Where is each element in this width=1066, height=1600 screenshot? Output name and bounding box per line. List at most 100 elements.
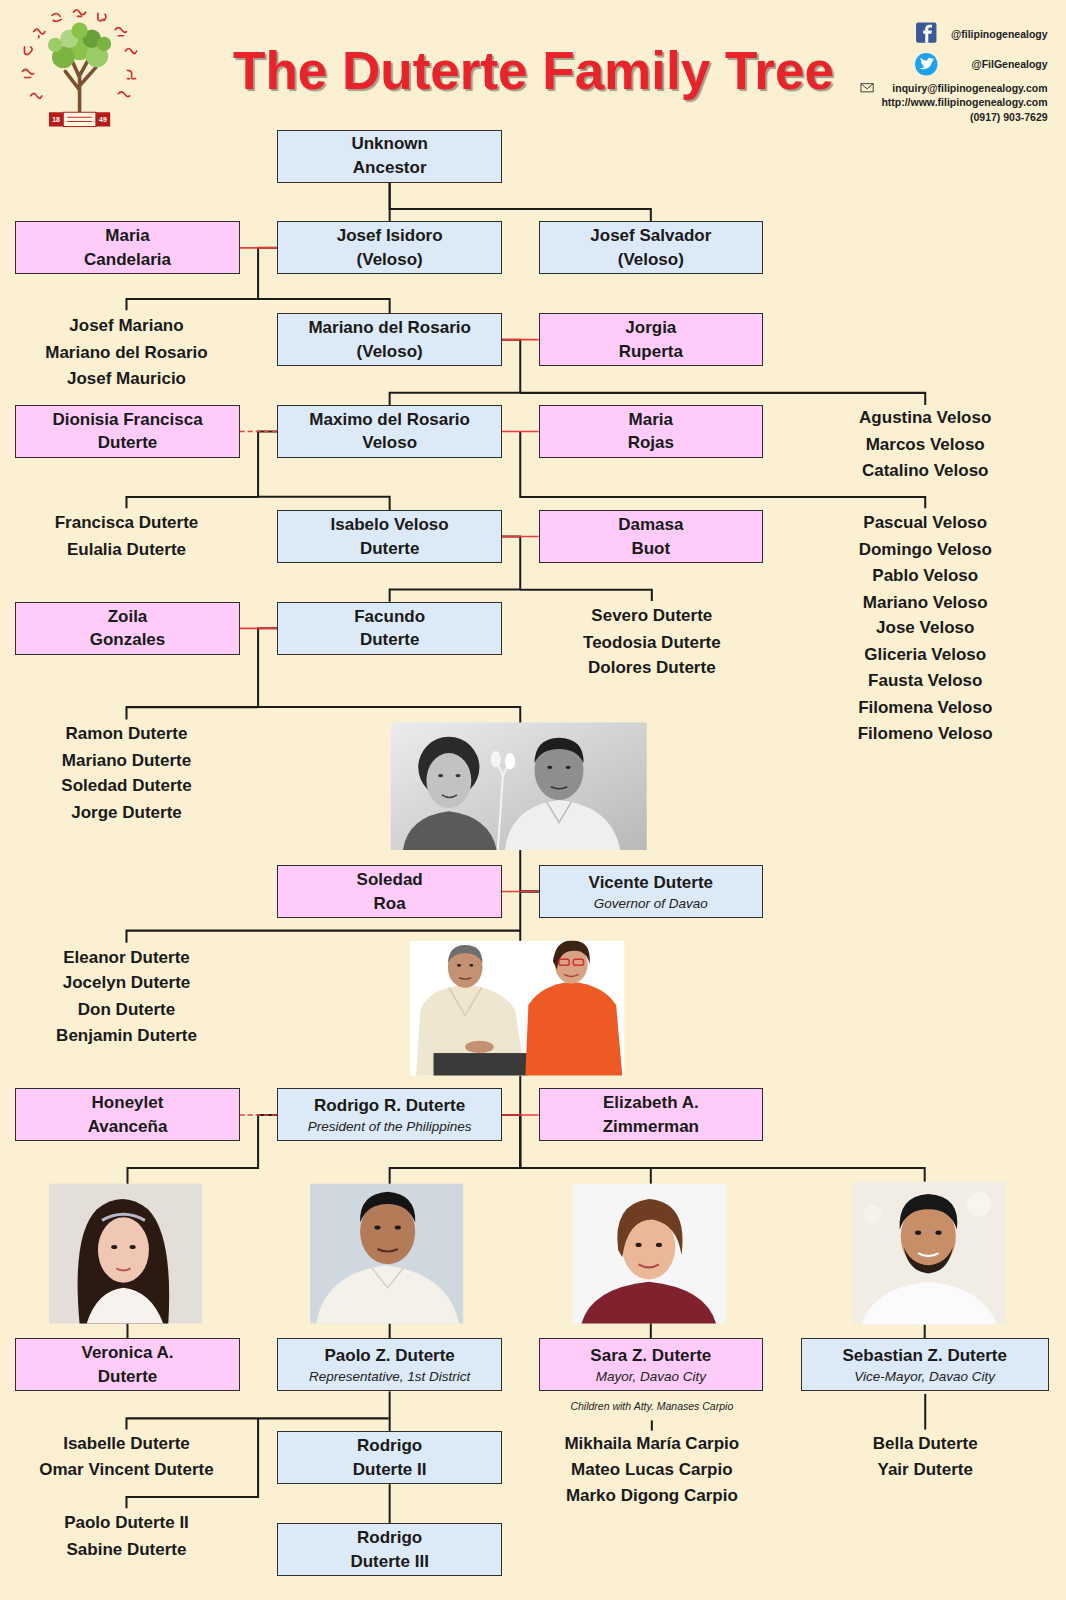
person-name: Sebastian Z. Duterte [843, 1344, 1007, 1368]
person-name: Dionisia Francisca Duterte [32, 408, 224, 456]
child-name: Marko Digong Carpio [566, 1486, 738, 1506]
photo-rodrigo-elizabeth [457, 964, 461, 967]
child-name: Sabine Duterte [66, 1539, 186, 1559]
person-name: Rodrigo R. Duterte [314, 1094, 465, 1118]
person-title: Representative, 1st District [309, 1368, 470, 1386]
child-name: Eleanor Duterte [63, 948, 190, 968]
person-name: Rodrigo Duterte II [334, 1434, 446, 1482]
photo-rodrigo-elizabeth [553, 941, 590, 970]
person-name: Unknown Ancestor [344, 132, 436, 180]
contact-info: (0917) 903-7629 [970, 111, 1048, 124]
logo-tree [48, 38, 62, 52]
logo-ring [73, 10, 85, 17]
person-name: Honeylet Avanceña [82, 1091, 174, 1139]
child-name: Teodosia Duterte [583, 632, 721, 652]
person-box: Isabelo Veloso Duterte [277, 510, 501, 563]
child-name: Pablo Veloso [872, 566, 978, 586]
contact-info: @FilGenealogy [971, 58, 1047, 71]
logo-ring [115, 28, 126, 36]
photo-sara [656, 1243, 662, 1247]
person-name: Damasa Buot [615, 513, 687, 561]
person-box: Rodrigo Duterte III [277, 1523, 501, 1576]
photo-sebastian [918, 1253, 938, 1256]
logo-ring [52, 13, 61, 21]
logo-tree [96, 112, 110, 126]
person-name: Elizabeth A. Zimmerman [585, 1091, 717, 1139]
logo-tree [97, 37, 111, 51]
person-title: Governor of Davao [594, 895, 708, 913]
photo-vicente-soledad [566, 766, 571, 769]
photo-vicente-soledad [426, 753, 471, 808]
logo-ring [22, 69, 33, 77]
photo-rodrigo-elizabeth [434, 1053, 528, 1075]
child-name: Dolores Duterte [588, 658, 716, 678]
photo-vicente-soledad [547, 802, 571, 822]
logo-ring [128, 70, 136, 78]
logo-ring [31, 93, 42, 98]
logo-ring [73, 10, 85, 17]
photo-veronica [78, 1199, 170, 1323]
photo-sara [636, 1243, 642, 1247]
person-box: Veronica A. Duterte [15, 1338, 239, 1391]
person-box: Sebastian Z. DuterteVice-Mayor, Davao Ci… [801, 1338, 1049, 1391]
child-name: Mariano Duterte [62, 751, 191, 771]
child-name: Ramon Duterte [66, 724, 188, 744]
person-box: Dionisia Francisca Duterte [15, 405, 239, 458]
photo-paolo [377, 1249, 397, 1252]
logo-ring [24, 47, 32, 55]
child-name: Don Duterte [78, 1000, 175, 1020]
child-name: Fausta Veloso [868, 671, 982, 691]
contact-info: @filipinogenealogy [951, 27, 1048, 40]
child-name: Benjamin Duterte [56, 1026, 197, 1046]
person-name: Maria Rojas [620, 408, 682, 456]
logo-ring [118, 92, 129, 97]
photo-vicente-soledad [491, 751, 501, 767]
photo-sara [639, 1264, 659, 1267]
photo-vicente-soledad [403, 811, 497, 850]
logo-ring [98, 13, 106, 21]
person-box: Soledad Roa [277, 865, 501, 918]
person-name: Paolo Z. Duterte [324, 1344, 454, 1368]
person-box: Sara Z. DuterteMayor, Davao City [539, 1338, 763, 1391]
child-name: Yair Duterte [878, 1460, 973, 1480]
family-line [520, 590, 652, 601]
child-name: Agustina Veloso [859, 408, 991, 428]
note-text: Children with Atty. Manases Carpio [562, 1400, 742, 1412]
marriage-line [502, 339, 539, 341]
logo-tree [71, 22, 87, 38]
photo-veronica [98, 1217, 149, 1282]
photo-vicente-soledad [505, 800, 620, 850]
photo-vicente-soledad [442, 795, 457, 798]
marriage-line [240, 431, 278, 433]
photo-veronica [49, 1184, 202, 1324]
person-box: Maria Rojas [539, 405, 763, 458]
social-icons [916, 22, 936, 42]
person-name: Soledad Roa [349, 868, 431, 916]
social-icons [919, 58, 934, 70]
child-name: Severo Duterte [591, 606, 712, 626]
photo-sara [581, 1282, 716, 1324]
photo-veronica [130, 1245, 136, 1249]
child-name: Soledad Duterte [61, 776, 191, 796]
social-icons [915, 53, 937, 75]
photo-rodrigo-elizabeth [564, 974, 578, 976]
logo-year: 49 [99, 116, 107, 123]
photo-sara [617, 1199, 682, 1257]
child-name: Isabelle Duterte [63, 1434, 190, 1454]
photo-veronica [49, 1184, 202, 1324]
photo-sebastian [904, 1247, 953, 1274]
family-line [651, 1420, 653, 1430]
logo-tree [49, 112, 63, 126]
photo-vicente-soledad [391, 722, 647, 850]
child-name: Marcos Veloso [866, 435, 985, 455]
photo-rodrigo-elizabeth [449, 988, 482, 1016]
logo-ring [125, 48, 136, 53]
person-name: Jorgia Ruperta [610, 316, 692, 364]
diagram-title: The Duterte Family Tree [233, 42, 834, 100]
photo-paolo [316, 1265, 459, 1323]
photo-sebastian [853, 1182, 1006, 1325]
photo-sara [572, 1184, 726, 1324]
child-name: Domingo Veloso [859, 540, 992, 560]
person-box: Elizabeth A. Zimmerman [539, 1088, 763, 1141]
photo-vicente-soledad [391, 722, 647, 850]
